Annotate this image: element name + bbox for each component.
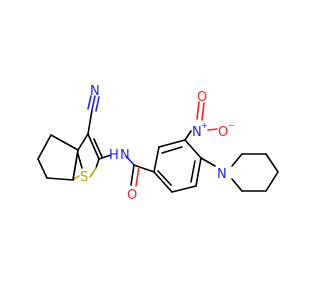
atom-label-amide-n: N: [120, 148, 130, 163]
bond: [200, 157, 216, 167]
atom-label-nitrile-n: N: [90, 84, 100, 99]
bond: [265, 171, 279, 192]
bond: [231, 178, 243, 192]
atom-label-piperidine-n: N: [217, 167, 227, 182]
atom-label-thiophene-s: S: [80, 170, 88, 185]
atom-label-carbonyl-o: O: [127, 188, 137, 203]
bond: [135, 166, 140, 187]
bond: [89, 167, 97, 178]
bond: [207, 128, 218, 131]
bond: [171, 185, 197, 193]
bond: [153, 171, 173, 193]
structure-diagram: N N H S O N + O O − N: [37, 84, 279, 203]
nitro-n-charge: +: [201, 121, 208, 130]
bond: [50, 134, 79, 151]
molecule-canvas: N N H S O N + O O − N: [37, 84, 279, 203]
nitro-o-charge: −: [228, 121, 235, 130]
bond: [201, 102, 205, 121]
bond: [37, 158, 48, 179]
bond: [184, 130, 192, 141]
bond: [153, 146, 160, 173]
bond: [157, 170, 172, 186]
atom-label-nitro-o-double: O: [197, 90, 207, 105]
bond: [72, 149, 79, 181]
bond: [196, 101, 200, 120]
bond: [125, 155, 135, 166]
bond: [93, 138, 103, 158]
atom-label-amide-h: H: [109, 148, 119, 163]
bond: [158, 139, 186, 148]
bond: [98, 154, 112, 160]
bond: [37, 134, 52, 160]
bond: [184, 139, 202, 159]
bond: [87, 133, 100, 160]
atom-label-nitro-n: N: [192, 125, 202, 140]
bond: [77, 153, 83, 169]
bond: [91, 95, 96, 111]
bond: [231, 153, 243, 167]
bond: [87, 95, 92, 110]
bond: [195, 157, 202, 187]
bond: [95, 158, 100, 169]
bond: [130, 164, 135, 186]
bond: [87, 109, 93, 135]
bond: [46, 177, 74, 181]
bond: [95, 96, 100, 112]
atom-label-nitro-o-single: O: [218, 125, 228, 140]
bond: [77, 133, 89, 151]
bond: [190, 160, 196, 183]
bond: [161, 146, 183, 154]
bond: [133, 164, 155, 173]
bond: [72, 175, 80, 181]
bond: [265, 153, 279, 173]
